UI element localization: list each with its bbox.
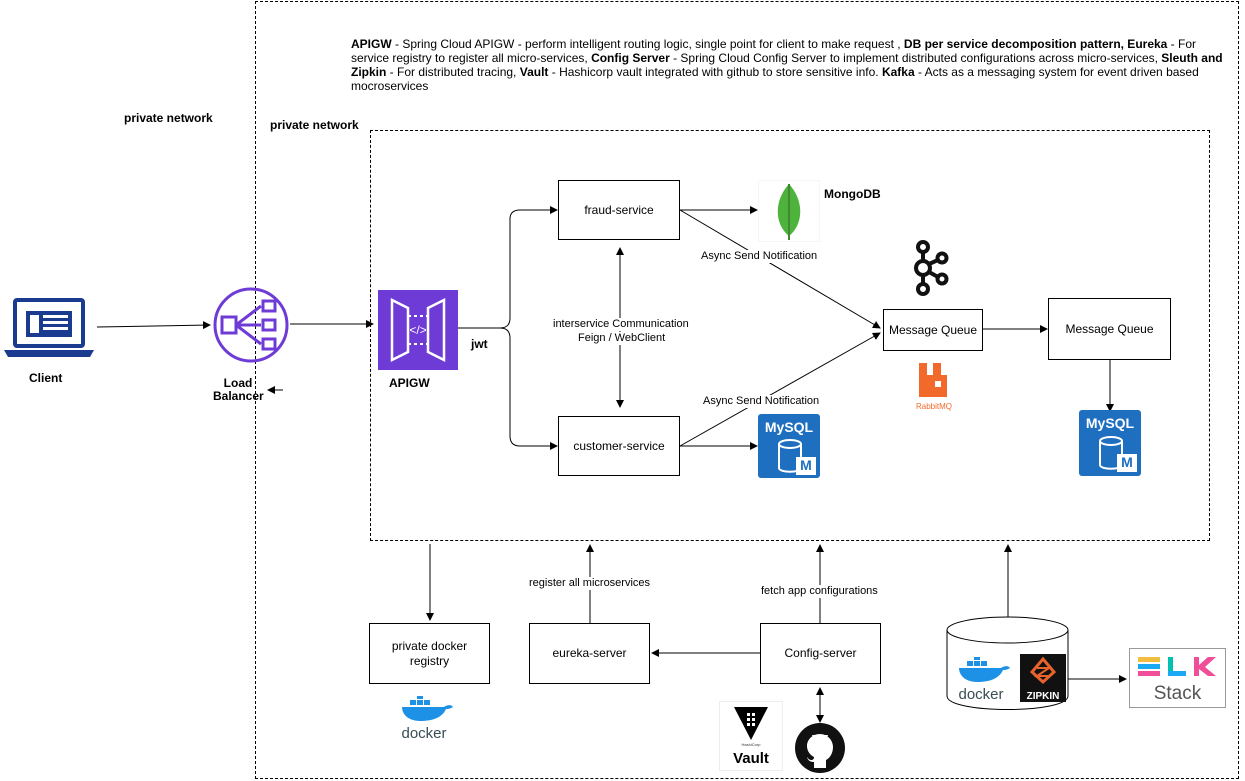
jwt-label: jwt	[471, 337, 488, 351]
docker-logo-registry: docker	[396, 694, 456, 742]
private-network-label-inner: private network	[270, 118, 359, 132]
arrow-fraud-mq	[679, 209, 881, 329]
private-docker-registry-box[interactable]: private docker registry	[369, 623, 490, 684]
interservice-label: interservice Communication	[553, 318, 689, 331]
register-label: register all microservices	[529, 577, 651, 590]
zipkin-icon	[1029, 656, 1057, 685]
mysql-db-icon-1	[778, 439, 816, 475]
vault-icon	[734, 707, 768, 740]
elk-stack-logo: Stack	[1129, 648, 1226, 708]
rabbitmq-logo: RabbitMQ	[911, 359, 957, 411]
stack-text: Stack	[1153, 683, 1202, 704]
arrow-client-lb	[96, 321, 211, 330]
mysql-m-1: M	[800, 457, 812, 473]
client-label: Client	[29, 371, 63, 385]
docker-text-registry: docker	[401, 725, 447, 742]
kafka-icon	[914, 240, 949, 296]
docker-whale-icon-tracing	[959, 655, 1010, 682]
async-label-customer: Async Send Notification	[703, 395, 820, 408]
mysql-text-2: MySQL	[1085, 415, 1135, 431]
mysql-db-icon-2	[1099, 436, 1137, 472]
desc-text-kafka: - Acts as a messaging system for event d…	[351, 65, 1199, 93]
mysql-m-2: M	[1121, 454, 1133, 470]
fetch-label: fetch app configurations	[761, 585, 878, 598]
load-balancer-label: Load Balancer	[213, 376, 264, 403]
docker-text-tracing: docker	[958, 686, 1004, 703]
github-icon	[795, 723, 845, 773]
rabbitmq-text: RabbitMQ	[915, 402, 952, 411]
desc-bold-config: Config Server	[591, 51, 670, 65]
vault-text: Vault	[733, 750, 769, 767]
rabbitmq-icon	[919, 363, 947, 397]
customer-service-box[interactable]: customer-service	[558, 416, 680, 476]
desc-bold-kafka: Kafka	[881, 65, 915, 79]
desc-text-sleuth: - For distributed tracing,	[386, 65, 520, 79]
zipkin-text: ZIPKIN	[1026, 691, 1060, 702]
config-server-box[interactable]: Config-server	[760, 623, 881, 684]
arrow-customer-mq	[679, 332, 881, 447]
load-balancer-icon	[213, 287, 289, 363]
arrow-apigw-fraud	[458, 206, 558, 329]
private-network-label-outer: private network	[124, 111, 213, 125]
inner-network-region	[370, 130, 1210, 541]
docker-logo-tracing: docker	[953, 655, 1013, 703]
vault-logo: HashiCorp Vault	[719, 701, 783, 771]
apigw-label: APIGW	[389, 376, 430, 390]
mysql-logo-1: MySQL M	[758, 414, 820, 478]
desc-text-apigw: - Spring Cloud APIGW - perform intellige…	[391, 37, 904, 51]
laptop-icon	[4, 298, 94, 357]
mysql-logo-2: MySQL M	[1079, 410, 1141, 476]
desc-text-vault: - Hashicorp vault integrated with github…	[548, 65, 882, 79]
docker-whale-icon	[402, 694, 453, 721]
mysql-text-1: MySQL	[764, 419, 814, 435]
elk-icon	[1138, 657, 1216, 676]
desc-text-eureka: - For service registry to register all m…	[351, 37, 1197, 65]
desc-text-config: - Spring Cloud Config Server to implemen…	[669, 51, 1162, 65]
architecture-description: APIGW - Spring Cloud APIGW - perform int…	[351, 37, 1231, 93]
outer-network-region	[255, 1, 1239, 779]
feign-label: Feign / WebClient	[578, 332, 666, 345]
message-queue-box-2[interactable]: Message Queue	[1048, 298, 1171, 360]
mongodb-label: MongoDB	[824, 187, 881, 201]
zipkin-logo: ZIPKIN	[1020, 654, 1066, 702]
async-label-fraud: Async Send Notification	[701, 250, 818, 263]
fraud-service-box[interactable]: fraud-service	[558, 180, 680, 240]
desc-bold-db: DB per service decomposition pattern, Eu…	[903, 37, 1168, 51]
mongodb-icon	[758, 180, 820, 242]
vault-small-text: HashiCorp	[741, 742, 761, 747]
eureka-server-box[interactable]: eureka-server	[529, 623, 650, 684]
arrow-apigw-customer	[499, 327, 558, 450]
desc-bold-apigw: APIGW	[351, 37, 392, 51]
api-gateway-icon: </>	[378, 290, 458, 370]
desc-bold-vault: Vault	[519, 65, 549, 79]
message-queue-box-1[interactable]: Message Queue	[883, 309, 983, 351]
desc-bold-sleuth: Sleuth and Zipkin	[351, 51, 1223, 79]
svg-text:</>: </>	[409, 323, 426, 337]
